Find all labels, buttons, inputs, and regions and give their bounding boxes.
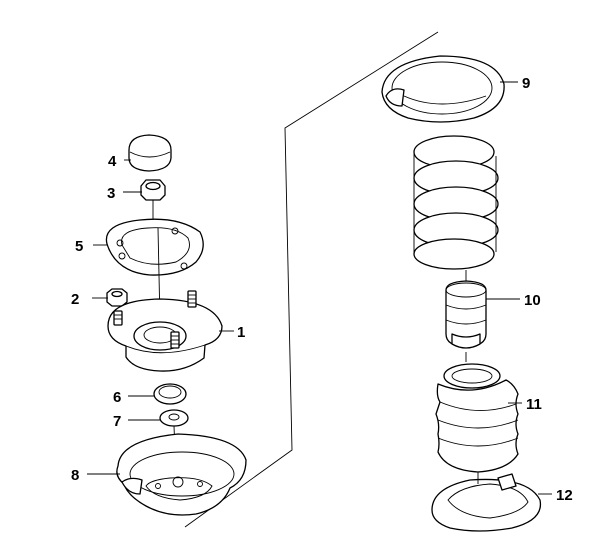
part-1-strut-mount[interactable] [107,290,223,372]
assembly-guide-line [184,31,439,528]
callout-4: 4 [108,153,117,170]
part-11-dust-boot[interactable] [435,363,519,473]
coil-spring [413,135,499,286]
part-12-lower-spring-pad[interactable] [431,472,542,532]
callout-11: 11 [526,396,542,413]
callout-3: 3 [107,185,115,202]
part-4-cap[interactable] [128,134,172,172]
callout-1: 1 [237,324,245,341]
callout-10: 10 [524,292,541,309]
part-9-upper-spring-pad[interactable] [381,55,505,123]
callout-7: 7 [113,413,121,430]
callout-2: 2 [71,291,79,308]
callout-6: 6 [113,389,121,406]
part-10-bump-stop[interactable] [445,280,487,362]
part-6-ring[interactable] [153,383,187,405]
callout-5: 5 [75,238,83,255]
callout-8: 8 [71,467,79,484]
part-3-nut[interactable] [140,179,166,226]
leader-lines [87,81,552,495]
callout-9: 9 [522,75,530,92]
part-8-spring-seat[interactable] [116,433,247,516]
part-2-nut[interactable] [106,288,128,307]
callout-12: 12 [556,487,573,504]
